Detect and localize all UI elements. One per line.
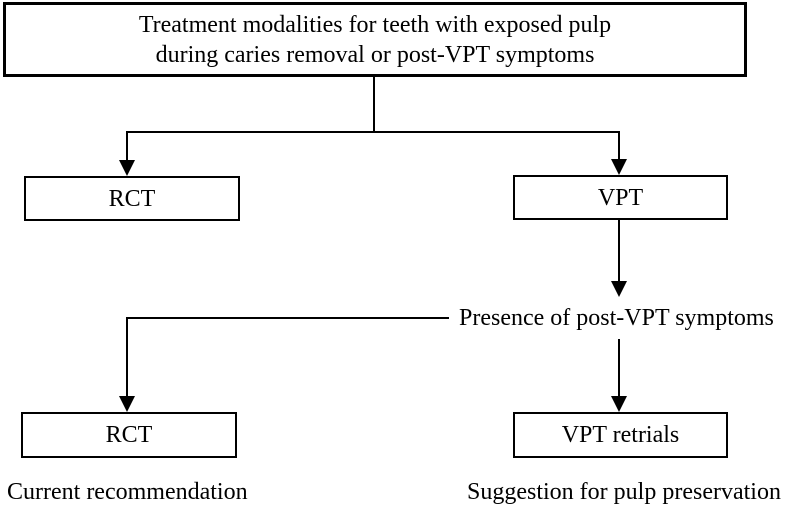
connector-root-stem [373, 77, 375, 133]
node-rct-bottom: RCT [21, 412, 237, 458]
caption-current-recommendation: Current recommendation [7, 479, 248, 505]
connector-decision-branch [126, 317, 449, 319]
connector-decision-to-vpt-retrials [618, 339, 620, 398]
connector-root-branch [126, 131, 620, 133]
arrowhead-root-to-vpt [611, 159, 627, 175]
connector-root-to-vpt [618, 131, 620, 161]
arrowhead-vpt-to-decision [611, 281, 627, 297]
node-vpt-retrials-label: VPT retrials [561, 422, 680, 448]
arrowhead-decision-to-rct [119, 396, 135, 412]
node-rct-top-label: RCT [108, 185, 156, 212]
caption-pulp-preservation: Suggestion for pulp preservation [467, 479, 781, 505]
node-vpt-retrials: VPT retrials [513, 412, 728, 458]
connector-root-to-rct [126, 131, 128, 162]
node-root-line1: Treatment modalities for teeth with expo… [138, 11, 612, 38]
arrowhead-root-to-rct [119, 160, 135, 176]
node-vpt-top: VPT [513, 175, 728, 220]
node-vpt-top-label: VPT [597, 184, 644, 211]
decision-label: Presence of post-VPT symptoms [459, 305, 774, 331]
connector-vpt-to-decision [618, 219, 620, 282]
arrowhead-decision-to-vpt-retrials [611, 396, 627, 412]
node-root-line2: during caries removal or post-VPT sympto… [155, 41, 595, 68]
node-root: Treatment modalities for teeth with expo… [3, 2, 747, 77]
node-rct-bottom-label: RCT [105, 422, 153, 448]
connector-decision-to-rct [126, 317, 128, 398]
node-rct-top: RCT [24, 176, 240, 221]
